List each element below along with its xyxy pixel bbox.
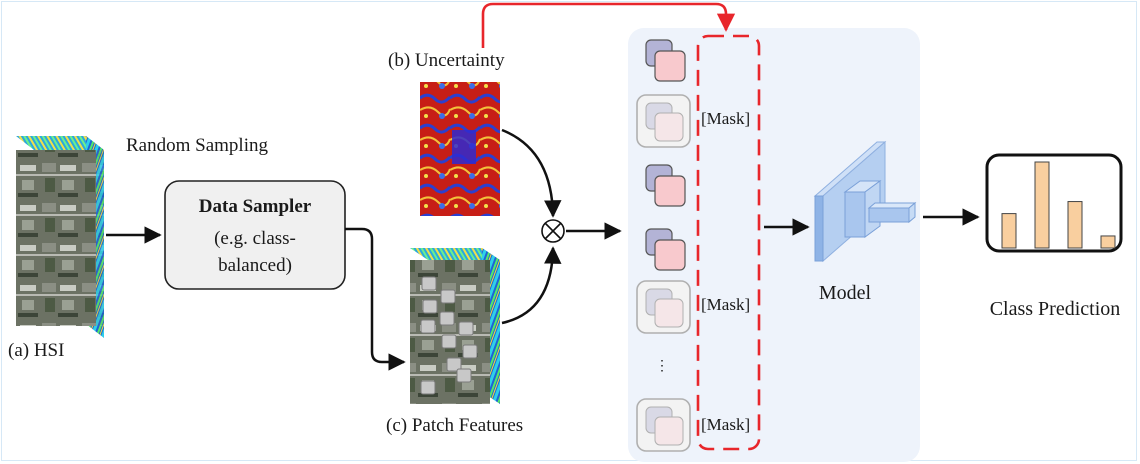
patch-features-label: (c) Patch Features bbox=[386, 415, 523, 436]
mask-token-front bbox=[654, 112, 684, 142]
token-front bbox=[654, 50, 686, 82]
patch-square bbox=[441, 334, 457, 349]
mask-token-front bbox=[654, 298, 684, 328]
patch-cube-top bbox=[410, 248, 500, 260]
uncertainty-low-region bbox=[452, 130, 476, 164]
multiply-cross-b bbox=[544, 222, 562, 240]
uncertainty-label: (b) Uncertainty bbox=[388, 50, 505, 71]
model-mid-block bbox=[844, 191, 866, 238]
feedback-arrow bbox=[481, 2, 736, 48]
patch-square bbox=[422, 299, 438, 314]
model-output-top bbox=[867, 202, 917, 209]
model-output-block bbox=[868, 207, 910, 223]
hsi-label: (a) HSI bbox=[8, 340, 64, 361]
token-row bbox=[645, 39, 686, 82]
masked-token-row: [Mask] bbox=[636, 398, 750, 452]
model-block bbox=[813, 140, 917, 263]
patch-square bbox=[420, 319, 436, 334]
hsi-cube-top bbox=[16, 136, 104, 150]
arrow-uncertainty-to-multiply bbox=[501, 128, 562, 218]
data-sampler-line1: (e.g. class- bbox=[214, 228, 296, 249]
prediction-bar bbox=[1100, 235, 1116, 249]
hsi-cube-edge bbox=[96, 150, 104, 326]
model-block-front bbox=[814, 195, 824, 262]
patch-square bbox=[458, 321, 474, 336]
ellipsis-dots: ⋮ bbox=[655, 359, 669, 374]
mask-label: [Mask] bbox=[701, 109, 750, 128]
data-sampler-box bbox=[164, 180, 346, 290]
prediction-bar bbox=[1067, 201, 1083, 249]
mask-token-front bbox=[654, 416, 684, 446]
class-prediction-label: Class Prediction bbox=[990, 298, 1121, 320]
patch-square bbox=[439, 311, 455, 326]
random-sampling-label: Random Sampling bbox=[126, 135, 268, 156]
token-panel bbox=[628, 28, 920, 462]
masked-token-row: [Mask] bbox=[636, 94, 750, 148]
data-sampler-line2: balanced) bbox=[218, 255, 292, 276]
mask-label: [Mask] bbox=[701, 295, 750, 314]
hsi-aerial-image bbox=[16, 150, 104, 326]
data-sampler-title: Data Sampler bbox=[199, 196, 312, 217]
token-row bbox=[645, 164, 686, 207]
model-label: Model bbox=[819, 282, 872, 304]
model-output-side bbox=[908, 201, 916, 224]
token-front bbox=[654, 175, 686, 207]
prediction-bars bbox=[1001, 161, 1116, 249]
patch-square bbox=[446, 357, 462, 372]
mask-label: [Mask] bbox=[701, 415, 750, 434]
hsi-cube bbox=[16, 136, 104, 338]
masked-token-row: [Mask] bbox=[636, 280, 750, 334]
prediction-box bbox=[985, 153, 1123, 253]
patch-squares bbox=[420, 276, 478, 395]
patch-square bbox=[420, 380, 436, 395]
patch-square bbox=[440, 289, 456, 304]
patch-square bbox=[462, 344, 478, 359]
token-row bbox=[645, 228, 686, 271]
patch-square bbox=[456, 368, 472, 383]
token-front bbox=[654, 239, 686, 271]
prediction-bar bbox=[1001, 213, 1017, 249]
arrow-sampler-to-patches bbox=[345, 227, 406, 371]
arrow-patches-to-multiply bbox=[501, 246, 562, 325]
patch-features-cube bbox=[410, 248, 500, 404]
patch-square bbox=[421, 276, 437, 291]
prediction-bar bbox=[1034, 161, 1050, 249]
mask-column bbox=[696, 34, 761, 451]
